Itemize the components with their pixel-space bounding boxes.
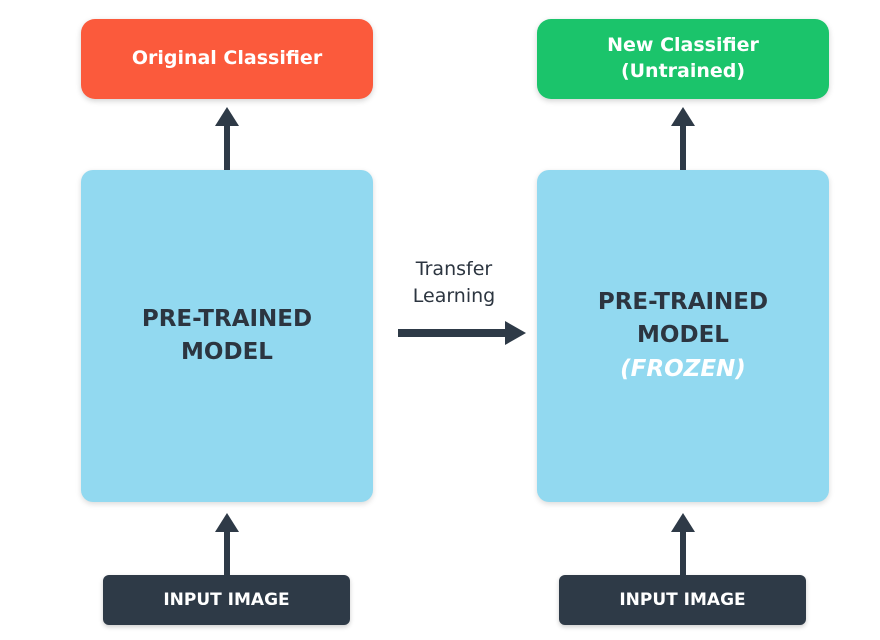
left-input-image-label: INPUT IMAGE xyxy=(163,590,290,610)
transfer-arrow-head xyxy=(505,321,526,345)
right-pretrained-model-box: PRE-TRAINED MODEL (FROZEN) xyxy=(537,170,829,502)
right-model-arrow-head xyxy=(671,107,695,126)
transfer-label-line1: Transfer xyxy=(415,258,493,280)
new-classifier-line2: (Untrained) xyxy=(620,60,746,82)
new-classifier-box: New Classifier (Untrained) xyxy=(537,19,829,99)
right-input-arrow-head xyxy=(671,513,695,532)
left-pretrained-model-box: PRE-TRAINED MODEL xyxy=(81,170,373,502)
left-input-arrow-shaft xyxy=(224,530,230,575)
original-classifier-box: Original Classifier xyxy=(81,19,373,99)
right-input-arrow-shaft xyxy=(680,530,686,575)
right-model-line1: PRE-TRAINED xyxy=(597,288,769,315)
transfer-arrow-shaft xyxy=(398,329,508,337)
left-model-line1: PRE-TRAINED xyxy=(141,305,313,332)
right-input-image-box: INPUT IMAGE xyxy=(559,575,806,625)
right-model-line2: MODEL xyxy=(637,322,729,349)
left-input-arrow-head xyxy=(215,513,239,532)
left-model-arrow-head xyxy=(215,107,239,126)
left-model-line2: MODEL xyxy=(181,339,273,365)
new-classifier-line1: New Classifier xyxy=(607,34,759,57)
right-model-arrow-shaft xyxy=(680,124,686,170)
original-classifier-label: Original Classifier xyxy=(131,47,323,70)
left-model-arrow-shaft xyxy=(224,124,230,170)
transfer-label-line2: Learning xyxy=(412,284,496,307)
right-input-image-label: INPUT IMAGE xyxy=(619,590,746,610)
left-input-image-box: INPUT IMAGE xyxy=(103,575,350,625)
frozen-label: (FROZEN) xyxy=(620,355,746,382)
transfer-learning-label: Transfer Learning xyxy=(392,256,516,309)
